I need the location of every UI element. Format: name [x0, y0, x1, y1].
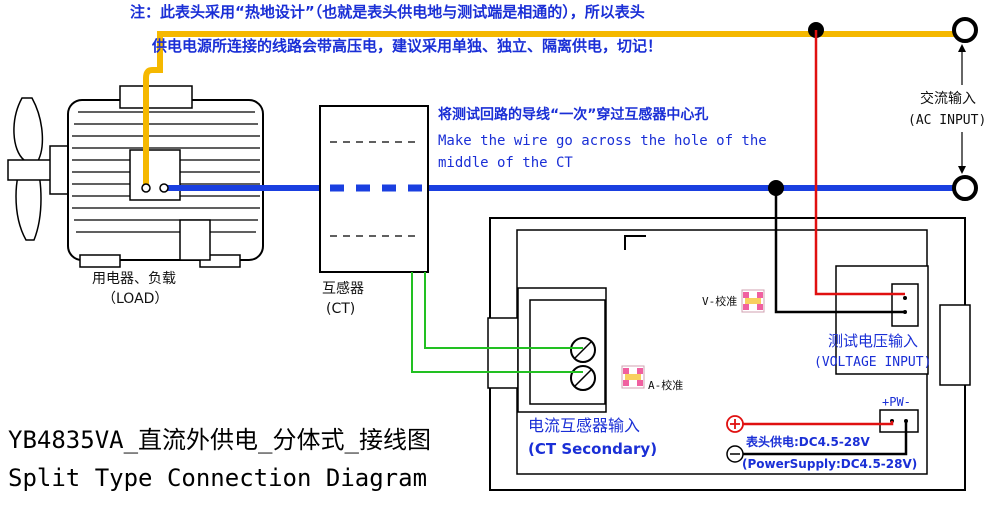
- voltage-input-label-cn: 测试电压输入: [828, 332, 919, 350]
- meter-module: [487, 217, 971, 491]
- motor-load: [7, 85, 264, 268]
- ct-secondary-label-en: (CT Secondary): [528, 440, 658, 458]
- voltage-wire-live: [814, 30, 905, 296]
- warning-note-line2: 供电电源所连接的线路会带高压电，建议采用单独、独立、隔离供电，切记！: [152, 37, 663, 55]
- ct-instruction-en-line1: Make the wire go across the hole of the: [438, 133, 767, 149]
- power-supply-label-cn: 表头供电:DC4.5-28V: [746, 435, 870, 449]
- live-wire: [143, 31, 965, 188]
- diagram-title-cn: YB4835VA_直流外供电_分体式_接线图: [8, 426, 431, 454]
- voltage-wire-neutral: [774, 188, 905, 314]
- ct-instruction-en-line2: middle of the CT: [438, 155, 573, 171]
- voltage-input-label-en: (VOLTAGE INPUT): [814, 355, 932, 370]
- load-label-en: （LOAD）: [102, 291, 169, 307]
- ac-input-label-cn: 交流输入: [920, 91, 976, 107]
- ct-secondary-wire-2: [424, 272, 583, 349]
- ct-label-cn: 互感器: [322, 281, 364, 297]
- ct-secondary-wire-1: [411, 272, 583, 373]
- ct-label-en: (CT): [326, 301, 356, 317]
- ct-secondary-label-cn: 电流互感器输入: [528, 416, 641, 435]
- power-terminal-label: +PW-: [882, 395, 911, 409]
- load-label-cn: 用电器、负载: [92, 271, 176, 287]
- power-supply-label-en: (PowerSupply:DC4.5-28V): [742, 457, 918, 471]
- warning-note-line1: 注：此表头采用“热地设计”（也就是表头供电地与测试端是相通的），所以表头: [130, 3, 645, 21]
- v-calibration-label: V-校准: [702, 295, 738, 308]
- ac-terminal-top: [952, 17, 978, 43]
- ac-input-label-en: (AC INPUT): [908, 113, 987, 128]
- ct-instruction-cn: 将测试回路的导线“一次”穿过互感器中心孔: [438, 107, 709, 123]
- power-minus-wire: [742, 421, 908, 456]
- power-plus-wire: [742, 421, 894, 426]
- ac-terminal-bottom: [952, 175, 978, 201]
- a-calibration-label: A-校准: [648, 379, 684, 392]
- diagram-title-en: Split Type Connection Diagram: [8, 464, 428, 492]
